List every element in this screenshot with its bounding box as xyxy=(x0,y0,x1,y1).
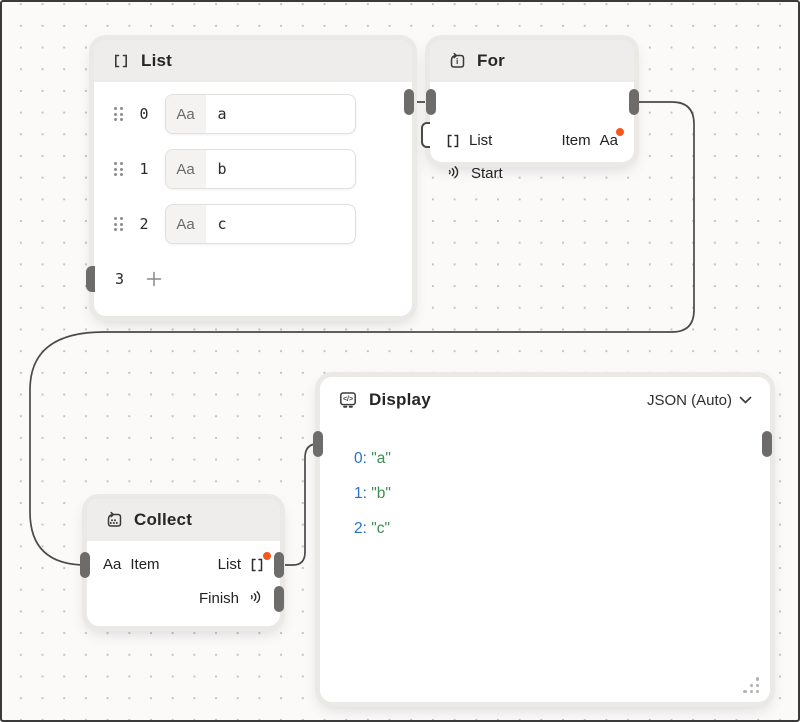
display-mode-dropdown[interactable]: JSON (Auto) xyxy=(647,392,752,409)
port-list-output[interactable] xyxy=(404,89,414,115)
port-display-output[interactable] xyxy=(762,431,772,457)
for-input-start-label: Start xyxy=(471,165,503,182)
port-collect-list-output[interactable] xyxy=(274,552,284,578)
drag-handle-icon[interactable] xyxy=(114,217,123,231)
list-item-input[interactable] xyxy=(205,95,355,133)
collect-output-finish-label: Finish xyxy=(198,590,239,607)
type-badge-text[interactable]: Aa xyxy=(165,95,206,133)
node-for[interactable]: i For List Item Aa xyxy=(430,40,634,182)
node-for-title: For xyxy=(477,51,505,70)
node-list[interactable]: List 0 Aa 1 Aa 2 Aa xyxy=(94,40,412,316)
list-add-row: 3 xyxy=(94,260,164,298)
string-type-icon: Aa xyxy=(600,128,624,149)
display-json-view: 0: "a" 1: "b" 2: "c" xyxy=(354,441,391,546)
type-badge-text[interactable]: Aa xyxy=(165,205,206,243)
for-loop-icon: i xyxy=(448,52,466,70)
list-brackets-icon xyxy=(112,52,130,70)
list-type-icon xyxy=(250,551,271,573)
collect-tray-icon xyxy=(105,511,123,529)
list-item-input[interactable] xyxy=(205,150,355,188)
collect-output-list[interactable]: List xyxy=(217,551,271,573)
node-list-header[interactable]: List xyxy=(94,40,412,82)
for-io-row: Start xyxy=(430,157,634,190)
collect-input-item[interactable]: Aa Item xyxy=(103,556,160,573)
node-display-title: Display xyxy=(369,390,431,409)
for-io-row: List Item Aa xyxy=(430,124,634,157)
display-mode-value: JSON (Auto) xyxy=(646,391,732,409)
type-badge-text[interactable]: Aa xyxy=(165,150,206,188)
edge-for-item-to-collect-item[interactable] xyxy=(29,101,695,566)
chevron-down-icon xyxy=(739,392,752,409)
node-display[interactable]: </> Display JSON (Auto) 0: "a" 1: "b" 2:… xyxy=(320,377,770,702)
port-collect-item-input[interactable] xyxy=(80,552,90,578)
port-for-item-output[interactable] xyxy=(629,89,639,115)
display-monitor-icon: </> xyxy=(338,390,358,410)
node-collect[interactable]: Collect Aa Item List Finish xyxy=(87,499,280,626)
for-output-item[interactable]: Item Aa xyxy=(561,128,624,149)
collect-output-list-label: List xyxy=(217,556,241,573)
row-index: 2 xyxy=(139,215,149,233)
signal-icon xyxy=(248,589,264,609)
signal-icon xyxy=(446,164,462,184)
json-entry: 2: "c" xyxy=(354,520,391,537)
list-item-input[interactable] xyxy=(205,205,355,243)
node-for-header[interactable]: i For xyxy=(430,40,634,82)
for-input-list-label: List xyxy=(469,132,493,149)
for-input-start[interactable]: Start xyxy=(446,164,503,184)
collect-output-finish[interactable]: Finish xyxy=(199,589,264,609)
for-input-list[interactable]: List xyxy=(446,132,492,149)
collect-io-row: Finish xyxy=(87,582,280,615)
node-collect-title: Collect xyxy=(134,510,193,529)
list-item-field: Aa xyxy=(164,204,356,244)
node-collect-header[interactable]: Collect xyxy=(87,499,280,541)
collect-input-item-label: Item xyxy=(130,556,160,573)
port-for-list-input[interactable] xyxy=(426,89,436,115)
connection-indicator-dot xyxy=(616,128,624,136)
connection-indicator-dot xyxy=(263,551,271,560)
list-type-icon xyxy=(446,133,460,149)
next-row-index: 3 xyxy=(115,270,125,288)
list-item-field: Aa xyxy=(164,94,356,134)
row-index: 1 xyxy=(139,160,149,178)
port-for-start-input[interactable] xyxy=(421,120,430,150)
list-row: 1 Aa xyxy=(94,148,356,190)
svg-text:i: i xyxy=(456,56,458,66)
list-item-field: Aa xyxy=(164,149,356,189)
json-entry: 1: "b" xyxy=(354,485,391,502)
node-list-title: List xyxy=(141,51,173,70)
string-type-icon: Aa xyxy=(103,556,122,573)
list-row: 0 Aa xyxy=(94,93,356,135)
port-display-input[interactable] xyxy=(313,431,323,457)
port-list-add-input[interactable] xyxy=(86,264,95,294)
node-display-header[interactable]: </> Display JSON (Auto) xyxy=(320,377,770,423)
list-row: 2 Aa xyxy=(94,203,356,245)
drag-handle-icon[interactable] xyxy=(114,162,123,176)
collect-io-row: Aa Item List xyxy=(87,548,280,581)
svg-text:</>: </> xyxy=(343,396,353,403)
resize-handle-icon[interactable] xyxy=(743,677,759,693)
row-index: 0 xyxy=(139,105,149,123)
edge-collect-list-to-display[interactable] xyxy=(283,443,320,566)
drag-handle-icon[interactable] xyxy=(114,107,123,121)
port-collect-finish-output[interactable] xyxy=(274,586,284,612)
json-entry: 0: "a" xyxy=(354,450,391,467)
add-item-button[interactable] xyxy=(144,269,164,289)
for-output-item-label: Item xyxy=(561,132,591,149)
